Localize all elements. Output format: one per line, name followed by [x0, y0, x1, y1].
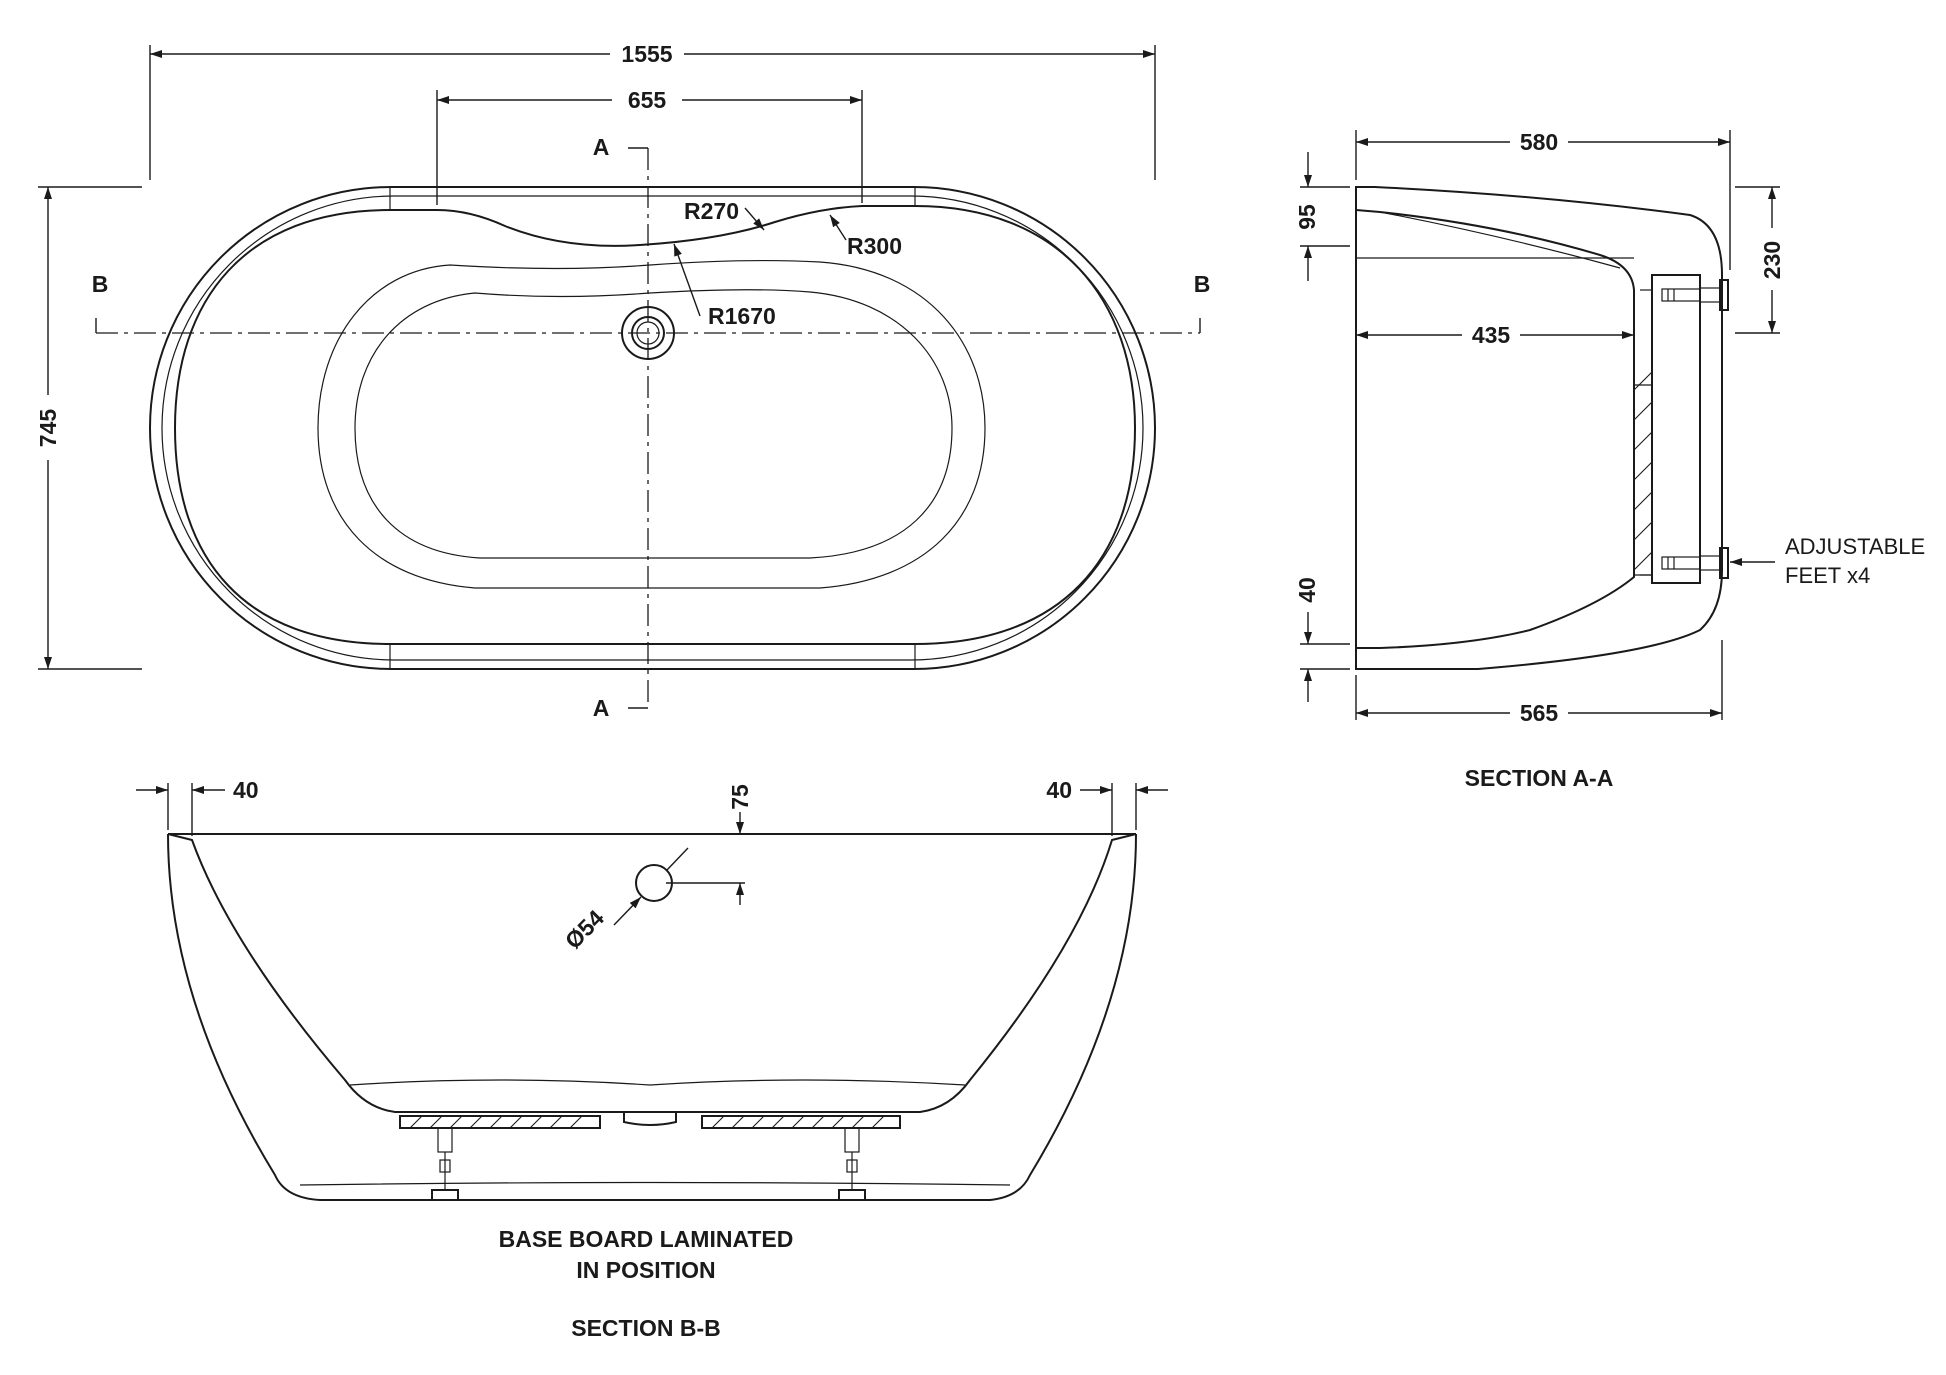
dim-feet-height: 230 [1759, 241, 1785, 279]
plan-rim-inner [161, 195, 1144, 661]
radius-r1670: R1670 [708, 303, 776, 329]
section-aa-view: 580 435 565 95 230 40 ADJUSTABLE FEET x4 [1294, 129, 1925, 791]
section-mark-b-left: B [92, 271, 109, 297]
section-aa-title: SECTION A-A [1465, 765, 1614, 791]
dim-overflow-diameter: Ø54 [560, 905, 609, 954]
section-bb-foot-right [838, 1127, 866, 1201]
adjustable-foot-bottom [1661, 547, 1729, 579]
plan-outer-rim [149, 186, 1156, 670]
section-aa-shell [1355, 186, 1723, 670]
section-bb-inner-shell [167, 833, 1137, 1113]
dim-base-height: 40 [1294, 577, 1320, 603]
plan-basin-step [317, 259, 986, 589]
plan-view: A A B B 1555 655 745 R270 R300 R1670 [35, 41, 1210, 721]
section-mark-b-right: B [1194, 271, 1211, 297]
plan-inner-edge [173, 205, 1137, 645]
plan-basin-floor [354, 289, 953, 559]
dim-overflow-offset: 75 [727, 784, 753, 810]
section-mark-a-top: A [593, 134, 610, 160]
dim-top-width: 580 [1520, 129, 1558, 155]
dim-bath-rest: 655 [628, 87, 667, 113]
section-bb-outer-shell [167, 833, 1137, 1201]
base-board-left [399, 1115, 601, 1129]
adjustable-feet-label-1: ADJUSTABLE [1785, 534, 1925, 559]
section-bb-foot-left [431, 1127, 459, 1201]
radius-r300: R300 [847, 233, 902, 259]
adjustable-foot-top [1661, 279, 1729, 311]
section-bb-title: SECTION B-B [571, 1315, 721, 1341]
base-board-right [701, 1115, 901, 1129]
radius-r270: R270 [684, 198, 739, 224]
dim-base-width: 565 [1520, 700, 1559, 726]
dim-rim-right: 40 [1046, 777, 1072, 803]
dim-length: 1555 [621, 41, 672, 67]
base-board-note-line-1: BASE BOARD LAMINATED [499, 1226, 794, 1252]
waste-trap [623, 1112, 677, 1126]
dim-inner-depth: 435 [1472, 322, 1511, 348]
section-bb-view: 75 Ø54 40 40 [136, 777, 1168, 1341]
base-board-note-line-2: IN POSITION [576, 1257, 715, 1283]
section-mark-a-bottom: A [593, 695, 610, 721]
dim-rim-height: 95 [1294, 204, 1320, 230]
adjustable-feet-label-2: FEET x4 [1785, 563, 1870, 588]
dim-rim-left: 40 [233, 777, 259, 803]
section-aa-feet-block [1651, 274, 1701, 584]
dim-width: 745 [35, 409, 61, 448]
section-aa-inner [1355, 209, 1635, 649]
